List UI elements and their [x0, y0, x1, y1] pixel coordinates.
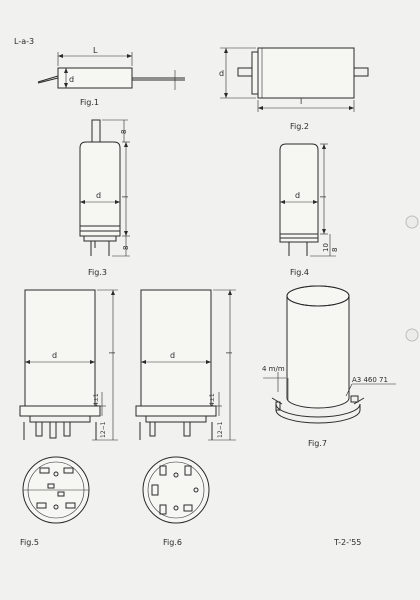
- fig2-label: Fig.2: [290, 122, 309, 131]
- fig1-dim-diameter: d: [69, 75, 74, 84]
- fig4-snap-in-capacitor-short-pins: l 10 8 d Fig.4: [279, 143, 339, 277]
- fig4-label: Fig.4: [290, 268, 309, 277]
- fig4-dim-diameter: d: [295, 191, 300, 200]
- footer-date: T-2-'55: [333, 538, 361, 547]
- fig3-dim-length: l: [121, 196, 130, 198]
- fig2-dim-diameter: d: [219, 69, 224, 78]
- fig4-dim-10: 10: [322, 243, 330, 252]
- fig1-axial-capacitor: L d Fig.1: [37, 46, 185, 107]
- punch-hole-bottom: [405, 328, 419, 342]
- fig7-part-number: A3 460 71: [352, 376, 388, 384]
- fig4-dim-length: l: [319, 196, 328, 198]
- fig6-dim-4: 4±1: [209, 393, 216, 406]
- fig6-dim-length: l: [225, 352, 234, 354]
- fig2-dim-length: l: [300, 97, 302, 106]
- fig3-snap-in-capacitor: 8 l 8 d Fig.3: [79, 119, 130, 277]
- fig6-side-view: d l 4±1 12−1: [135, 289, 236, 441]
- fig5-label: Fig.5: [20, 538, 39, 547]
- fig5-dim-12: 12−1: [100, 421, 107, 438]
- fig6-dim-diameter: d: [170, 351, 175, 360]
- fig5-dim-length: l: [108, 352, 117, 354]
- fig3-dim-diameter: d: [96, 191, 101, 200]
- fig6-bottom-view: Fig.6: [142, 456, 210, 547]
- fig5-dim-diameter: d: [52, 351, 57, 360]
- fig3-dim-bottom: 8: [122, 246, 130, 250]
- fig3-label: Fig.3: [88, 268, 107, 277]
- fig1-dim-length: L: [93, 46, 98, 55]
- fig6-dim-12: 12−1: [217, 421, 224, 438]
- fig2-axial-lug-capacitor: d l Fig.2: [219, 47, 369, 131]
- fig5-dim-4: 4±1: [93, 393, 100, 406]
- fig7-dim-gap: 4 m/m: [262, 365, 285, 373]
- fig7-label: Fig.7: [308, 439, 327, 448]
- fig7-can-capacitor-perspective: 4 m/m A3 460 71 Fig.7: [262, 285, 396, 448]
- fig5-bottom-view: Fig.5: [20, 456, 90, 547]
- fig1-label: Fig.1: [80, 98, 99, 107]
- sheet-code: L-a-3: [14, 37, 34, 46]
- fig6-label: Fig.6: [163, 538, 182, 547]
- fig4-dim-8: 8: [331, 248, 339, 252]
- fig3-dim-top: 8: [120, 130, 128, 134]
- fig5-side-view: d l 4±1 12−1: [19, 289, 118, 441]
- punch-hole-top: [405, 215, 419, 229]
